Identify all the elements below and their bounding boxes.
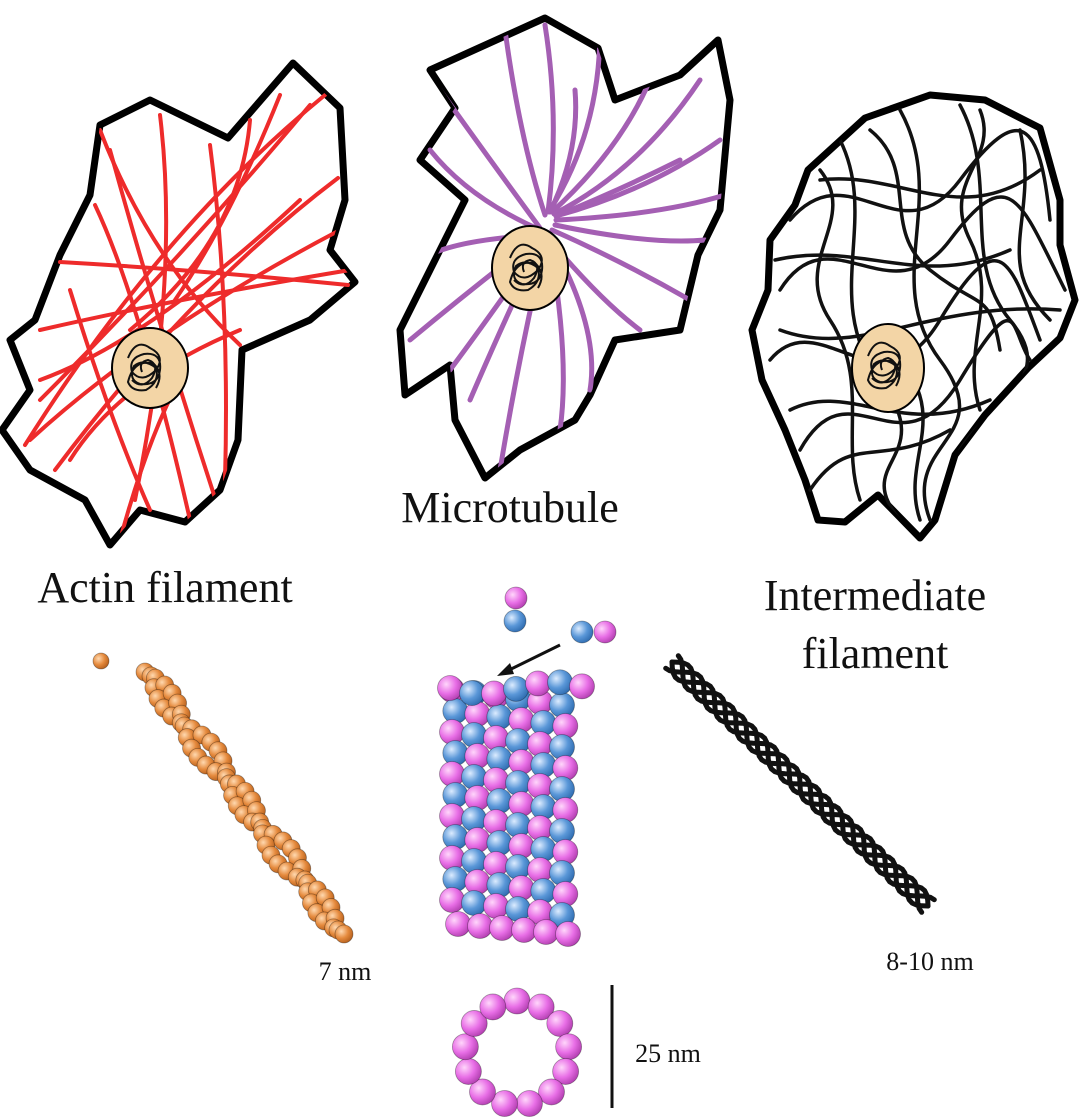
actin-monomer [335,925,353,943]
tubulin-ring-subunit [504,988,530,1014]
actin-cell-nucleus [112,328,188,408]
tubulin-ring-subunit [547,1010,573,1036]
microtubule-diameter-label: 25 nm [635,1039,701,1068]
microtubule-tube-model [438,670,595,947]
tubulin-beta [484,894,509,919]
intermediate-filament-rope [666,656,935,913]
tubulin-rim [570,674,595,699]
intermediate-cell-nucleus [852,324,924,412]
intermediate-filament-strand [678,656,934,900]
tubulin-beta [556,922,581,947]
tubulin-beta [440,888,465,913]
tubulin-beta [490,916,515,941]
tubulin-beta [446,912,471,937]
tubulin-alpha [462,891,487,916]
tubulin-beta-free [594,621,616,643]
tubulin-rim [460,681,485,706]
tubulin-ring-subunit [452,1034,478,1060]
free-tubulin-dimers [504,587,616,643]
intermediate-filament-strand [666,668,922,912]
actin-monomer-free [93,653,109,669]
tubulin-beta [512,918,537,943]
intermediate-filament-label-line2: filament [802,629,949,678]
tubulin-rim [482,681,507,706]
tubulin-rim [438,676,463,701]
tubulin-beta [534,920,559,945]
microtubule-label: Microtubule [401,483,619,532]
microtubule-cell [400,18,730,478]
actin-diameter-label: 7 nm [319,957,372,986]
tubulin-ring-subunit [455,1058,481,1084]
tubulin-rim [504,676,529,701]
actin-cell [2,63,355,545]
intermediate-diameter-label: 8-10 nm [886,947,973,976]
tubulin-alpha-free [504,610,526,632]
intermediate-cell-membrane [752,95,1075,538]
actin-monomer-chain [93,653,353,943]
microtubule-cell-nucleus [492,226,568,310]
tubulin-rim [548,670,573,695]
dimer-addition-arrow [497,645,560,676]
intermediate-filament-label-line1: Intermediate [764,571,986,620]
tubulin-alpha-free [571,621,593,643]
intermediate-filament-strand [672,662,928,906]
microtubule-cross-section-ring [452,988,581,1116]
tubulin-beta [468,914,493,939]
tubulin-ring-subunit [556,1034,582,1060]
tubulin-beta-free [505,587,527,609]
intermediate-cell [752,95,1075,538]
actin-filament-label: Actin filament [37,563,292,612]
tubulin-ring-subunit [516,1090,542,1116]
tubulin-rim [526,671,551,696]
tubulin-ring-subunit [480,994,506,1020]
